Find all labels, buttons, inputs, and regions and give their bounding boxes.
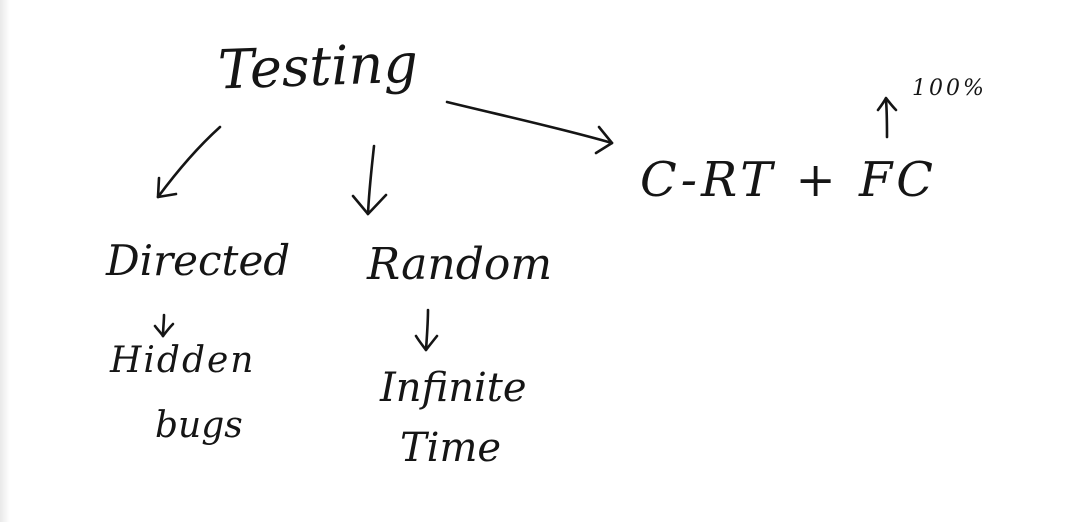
random-consequence-line1: Infinite: [380, 365, 527, 411]
arrow-testing-to-directed: [156, 125, 222, 199]
root-node-testing: Testing: [216, 31, 419, 102]
directed-consequence-line1: Hidden: [110, 340, 256, 381]
arrow-testing-to-crt: [445, 100, 614, 155]
directed-consequence-line2: bugs: [155, 405, 243, 446]
random-consequence-line2: Time: [400, 425, 502, 471]
arrow-random-to-infinite: [414, 308, 439, 352]
arrow-up-coverage: [876, 96, 898, 139]
coverage-annotation: 100%: [912, 76, 987, 101]
branch-directed-label: Directed: [106, 236, 291, 285]
branch-crt-fc-label: C-RT + FC: [640, 152, 938, 208]
arrow-directed-to-hidden: [153, 313, 175, 338]
arrow-testing-to-random: [351, 144, 388, 216]
branch-random-label: Random: [367, 239, 553, 290]
canvas-left-edge: [0, 0, 10, 522]
